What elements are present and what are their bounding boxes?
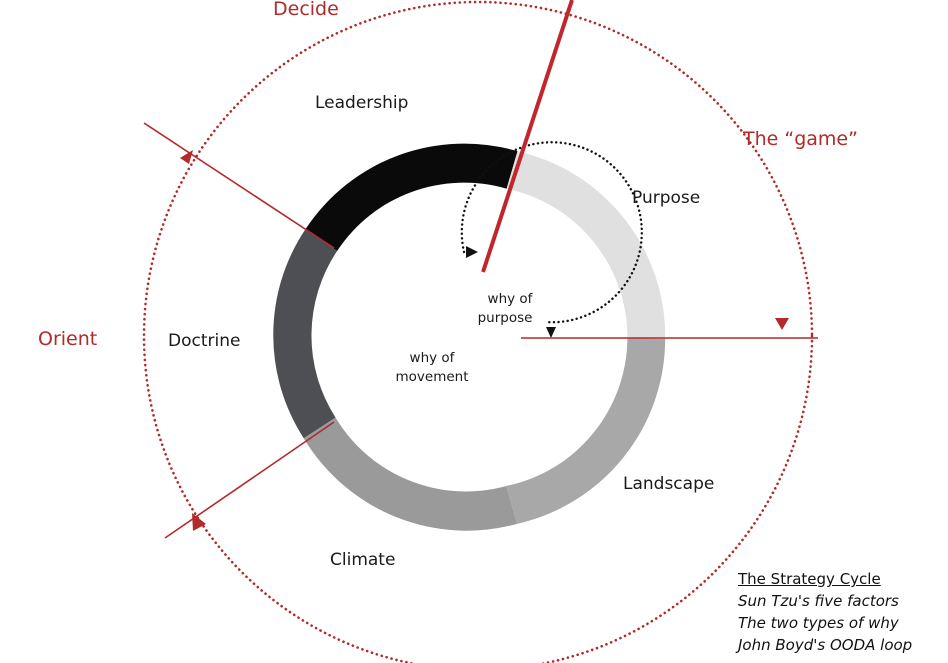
legend-title: The Strategy Cycle	[738, 570, 881, 588]
orient-upper-radial-line	[143, 122, 335, 249]
ooda-outer-loop	[142, 0, 814, 663]
orient-lower-radial-line	[164, 421, 335, 539]
label-doctrine: Doctrine	[168, 331, 240, 351]
legend-line-five-factors: Sun Tzu's five factors	[738, 592, 899, 610]
label-leadership: Leadership	[315, 93, 408, 113]
legend: The Strategy Cycle Sun Tzu's five factor…	[738, 568, 912, 656]
arrow-head-right	[775, 318, 789, 330]
ring-segment-doctrine	[273, 229, 338, 439]
label-the-game: The “game”	[742, 128, 858, 150]
ring-segment-leadership	[305, 143, 518, 251]
legend-line-ooda: John Boyd's OODA loop	[738, 636, 913, 654]
legend-line-two-whys: The two types of why	[738, 614, 899, 632]
why-loop	[460, 141, 644, 324]
label-why-of-purpose-1: why of	[488, 291, 534, 307]
label-climate: Climate	[330, 550, 395, 570]
ring-segment-purpose	[506, 151, 666, 339]
why-loop-arrow-top	[466, 246, 478, 258]
ring-segment-landscape	[506, 338, 666, 524]
decide-radial-line	[481, 0, 574, 273]
arrow-head-lower-left	[192, 513, 206, 531]
label-why-of-movement-1: why of	[410, 350, 456, 366]
label-decide: Decide	[273, 0, 339, 20]
label-why-of-purpose-2: purpose	[478, 310, 533, 326]
arrow-head-upper-left	[180, 150, 193, 164]
why-loop-arrow-right	[546, 327, 556, 338]
label-orient: Orient	[38, 328, 97, 350]
label-why-of-movement-2: movement	[395, 369, 468, 385]
label-landscape: Landscape	[623, 474, 714, 494]
label-purpose: Purpose	[632, 188, 700, 208]
ring-segment-climate	[303, 417, 518, 531]
